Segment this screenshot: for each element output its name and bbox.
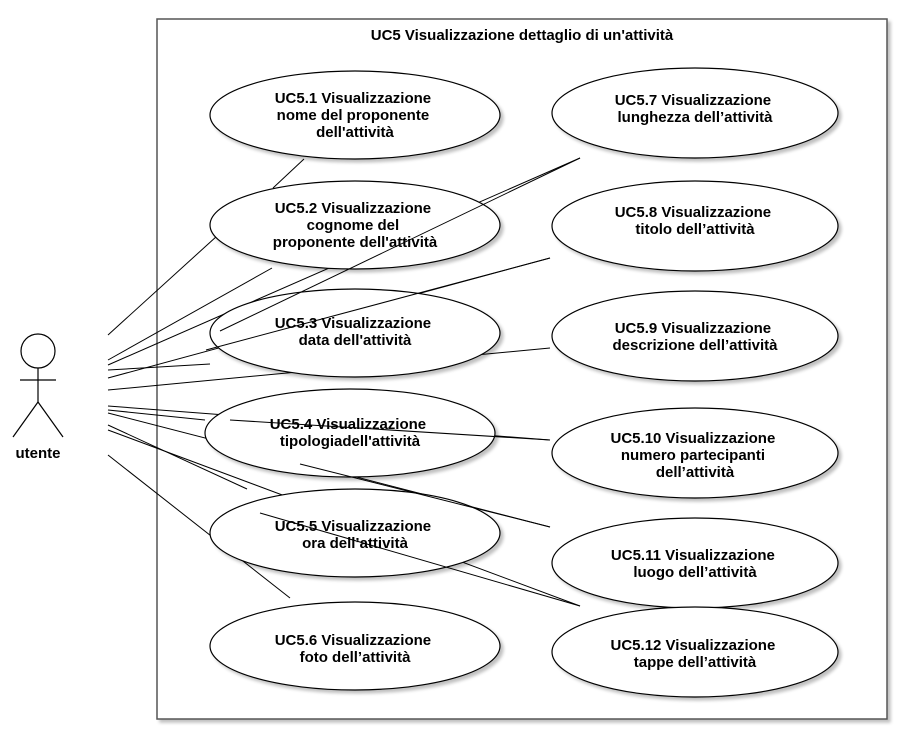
use-case-ellipse-uc5-9[interactable]: [551, 290, 839, 382]
use-cases: [204, 67, 839, 698]
use-case-label-uc5-10: UC5.10 Visualizzazione numero partecipan…: [611, 430, 780, 481]
use-case-ellipse-uc5-12[interactable]: [551, 606, 839, 698]
actor-stick-figure-icon: [12, 333, 64, 438]
association-line: [259, 512, 581, 607]
use-case-ellipse-uc5-10[interactable]: [551, 407, 839, 499]
association-line: [107, 363, 211, 371]
use-case-label-uc5-7: UC5.7 Visualizzazione lunghezza dell’att…: [615, 92, 776, 126]
associations-overlay: [205, 157, 581, 607]
use-case-ellipse-uc5-3[interactable]: [209, 288, 501, 378]
use-case-ellipse-uc5-7[interactable]: [551, 67, 839, 159]
association-line: [107, 409, 206, 421]
use-case-label-uc5-11: UC5.11 Visualizzazione luogo dell’attivi…: [611, 547, 779, 581]
use-case-ellipse-uc5-8[interactable]: [551, 180, 839, 272]
use-case-ellipse-uc5-6[interactable]: [209, 601, 501, 691]
use-case-labels: UC5.1 Visualizzazione nome del proponent…: [270, 90, 780, 671]
association-line: [107, 424, 248, 490]
use-case-label-uc5-12: UC5.12 Visualizzazione tappe dell’attivi…: [611, 637, 780, 671]
use-case-label-uc5-4: UC5.4 Visualizzazione tipologiadell'atti…: [270, 416, 431, 450]
use-case-ellipse-uc5-1[interactable]: [209, 70, 501, 160]
use-case-label-uc5-9: UC5.9 Visualizzazione descrizione dell’a…: [612, 320, 778, 354]
actor-label: utente: [16, 445, 61, 462]
use-case-label-uc5-6: UC5.6 Visualizzazione foto dell’attività: [275, 632, 436, 666]
association-line: [272, 158, 305, 189]
association-line: [299, 463, 551, 528]
association-line: [229, 419, 551, 441]
association-line: [107, 267, 273, 361]
use-case-label-uc5-1: UC5.1 Visualizzazione nome del proponent…: [275, 90, 436, 141]
use-case-ellipse-uc5-5[interactable]: [209, 488, 501, 578]
use-case-label-uc5-2: UC5.2 Visualizzazione cognome del propon…: [273, 200, 438, 251]
use-case-label-uc5-5: UC5.5 Visualizzazione ora dell’attività: [275, 518, 436, 552]
association-line: [107, 235, 218, 336]
system-title: UC5 Visualizzazione dettaglio di un'atti…: [371, 27, 674, 44]
actor[interactable]: utente: [12, 333, 64, 462]
association-line: [219, 157, 581, 332]
association-line: [205, 257, 551, 351]
use-case-label-uc5-8: UC5.8 Visualizzazione titolo dell’attivi…: [615, 204, 776, 238]
use-case-ellipse-uc5-2[interactable]: [209, 180, 501, 270]
association-line: [107, 454, 291, 599]
use-case-label-uc5-3: UC5.3 Visualizzazione data dell'attività: [275, 315, 436, 349]
